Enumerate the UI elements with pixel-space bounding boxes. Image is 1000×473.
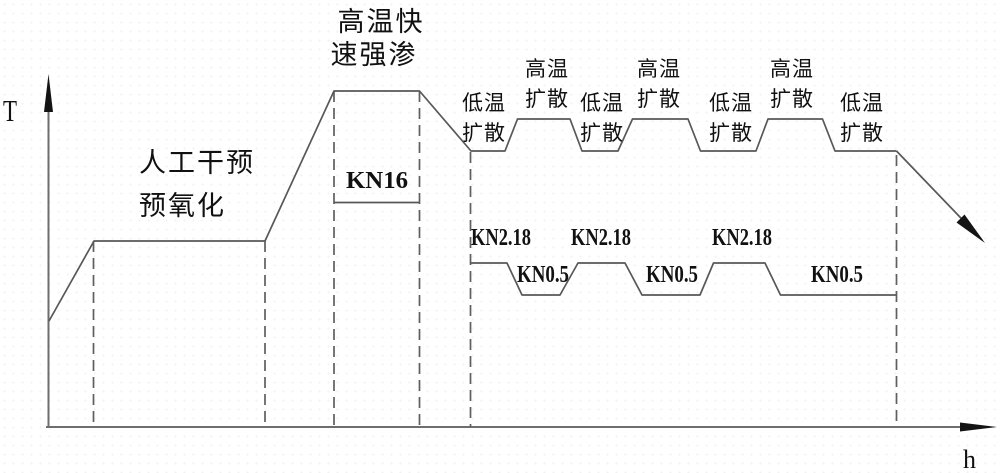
boost-title-line2: 速强渗	[331, 40, 418, 70]
high-diff-1-line2: 扩散	[525, 87, 569, 111]
preoxidation-label-line2: 预氧化	[139, 191, 226, 221]
kn-potential-curve	[470, 262, 897, 296]
low-diff-2-line1: 低温	[580, 91, 624, 115]
preoxidation-label-line1: 人工干预	[139, 148, 255, 178]
low-diff-1-line2: 扩散	[462, 121, 506, 145]
high-temp-diffusion-label-1: 高温 扩散	[525, 57, 569, 111]
low-temp-diffusion-label-2: 低温 扩散	[580, 91, 624, 145]
kn218-label-3: KN2.18	[712, 225, 772, 251]
kn218-label-2: KN2.18	[571, 225, 631, 251]
low-diff-4-line2: 扩散	[840, 121, 884, 145]
low-diff-1-line1: 低温	[462, 91, 506, 115]
high-diff-3-line2: 扩散	[770, 87, 814, 111]
high-temp-diffusion-label-2: 高温 扩散	[637, 57, 681, 111]
boost-title-line1: 高温快	[338, 7, 425, 37]
y-axis-label: T	[3, 93, 17, 128]
low-temp-diffusion-label-4: 低温 扩散	[840, 91, 884, 145]
high-diff-1-line1: 高温	[525, 57, 569, 81]
high-diff-3-line1: 高温	[770, 57, 814, 81]
kn05-label-2: KN0.5	[646, 262, 698, 288]
high-diff-2-line2: 扩散	[637, 87, 681, 111]
kn218-label-1: KN2.18	[471, 225, 531, 251]
low-temp-diffusion-label-1: 低温 扩散	[462, 91, 506, 145]
high-temp-diffusion-label-3: 高温 扩散	[770, 57, 814, 111]
cooling-arrowhead-icon	[956, 214, 985, 243]
low-temp-diffusion-label-3: 低温 扩散	[709, 91, 753, 145]
low-diff-2-line2: 扩散	[580, 121, 624, 145]
kn16-label: KN16	[346, 168, 408, 194]
low-diff-3-line2: 扩散	[709, 121, 753, 145]
high-diff-2-line1: 高温	[637, 57, 681, 81]
x-axis-arrowhead-icon	[960, 422, 997, 432]
temperature-curve	[48, 90, 897, 322]
kn05-label-3: KN0.5	[811, 262, 863, 288]
y-axis-arrowhead-icon	[44, 74, 53, 112]
low-diff-3-line1: 低温	[709, 91, 753, 115]
low-diff-4-line1: 低温	[840, 91, 884, 115]
kn05-label-1: KN0.5	[517, 262, 569, 288]
x-axis-label: h	[963, 445, 976, 473]
